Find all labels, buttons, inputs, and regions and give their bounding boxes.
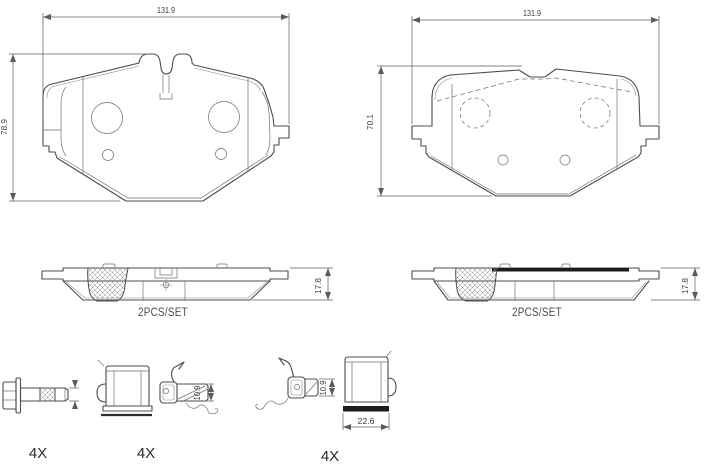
spring-clip-a-head [159, 381, 178, 404]
pad-friction-view: 131.9 70.1 [366, 9, 660, 197]
hidden-circle-left [459, 97, 491, 129]
set-label-right: 2PCS/SET [512, 307, 562, 319]
friction-bottom-chamfer [430, 154, 637, 195]
edge-left-tab-1 [102, 263, 116, 268]
pad-back-top-contour-right [193, 67, 262, 92]
friction-shoulder-contour-left [434, 77, 453, 101]
set-label-left: 2PCS/SET [138, 307, 188, 319]
bolt-diameter-dimension [69, 380, 79, 409]
spring-clip-a-tail [185, 402, 219, 415]
friction-width-dimension: 131.9 [411, 9, 660, 124]
spring-clip-qty-label: 4X [321, 448, 339, 465]
end-clip-width-dimension: 22.6 [342, 413, 390, 430]
bolt-hex-head [2, 381, 17, 410]
friction-height-dimension: 70.1 [366, 65, 522, 197]
spring-clip-b-hook [278, 357, 295, 378]
spring-clip-b-dimension: 10.9 [319, 378, 335, 397]
chamfer-dashed-line [436, 77, 633, 102]
edge-right-thickness-dimension: 17.8 [651, 267, 700, 301]
pad-back-slot-end [159, 93, 173, 100]
edge-left-tab-2 [216, 263, 228, 268]
bolt-qty-label: 4X [29, 445, 47, 462]
retainer-clip-bend-mark [97, 359, 105, 367]
friction-material-section-left [87, 267, 129, 302]
back-width-value: 131.9 [157, 6, 175, 15]
retainer-clip-bottom-flange [102, 405, 153, 412]
edge-left-profile-chamfer [65, 281, 268, 299]
spring-clip-a-height-value: 10.9 [193, 385, 202, 401]
edge-left-lower-profile [62, 280, 271, 301]
end-clip-body [344, 356, 389, 403]
edge-right-tab-1 [499, 263, 511, 268]
pad-friction-outline [411, 68, 660, 197]
edge-left-thickness-value: 17.8 [314, 277, 323, 294]
spring-clip-b-height-value: 10.9 [319, 380, 328, 396]
edge-left-thickness-dimension: 17.8 [252, 267, 333, 301]
rivet-hole-right [215, 148, 227, 160]
friction-hole-left [497, 154, 509, 166]
spring-clip-b: 10.9 4X [255, 357, 339, 465]
end-clip-side-tab [387, 377, 397, 397]
piston-contact-circle-right [208, 101, 240, 133]
rivet-hole-left [102, 149, 114, 161]
retainer-clip-qty-label: 4X [137, 445, 155, 462]
friction-width-value: 131.9 [523, 9, 541, 18]
retainer-clip-front: 4X [96, 359, 155, 462]
back-height-value: 78.9 [0, 118, 9, 135]
pad-edge-view-left: 17.8 2PCS/SET [41, 263, 333, 319]
retainer-clip-side-tab [96, 383, 107, 403]
back-height-dimension: 78.9 [0, 53, 150, 202]
friction-material-section-right [455, 267, 498, 302]
end-clip-width-value: 22.6 [358, 417, 376, 426]
pad-back-right-contour [261, 91, 271, 156]
friction-hole-right [559, 154, 571, 166]
spring-clip-b-body [304, 378, 319, 397]
friction-shoulder-contour-right [620, 78, 637, 97]
friction-height-value: 70.1 [366, 113, 375, 130]
hidden-circle-right [579, 97, 611, 129]
shim-layer [492, 268, 629, 272]
guide-bolt: 4X [2, 377, 79, 462]
end-clip-side: 22.6 [342, 350, 397, 430]
spring-clip-b-head [287, 376, 306, 399]
wear-sensor-detail [154, 268, 178, 291]
edge-right-tab-2 [561, 263, 571, 268]
end-clip-bottom-band [343, 406, 389, 412]
piston-contact-circle-left [91, 102, 123, 134]
spring-clip-a-hole [163, 388, 169, 394]
edge-right-thickness-value: 17.8 [681, 277, 690, 294]
spring-clip-a-dimension: 10.9 [193, 383, 214, 402]
end-clip-bend-mark [385, 350, 392, 358]
edge-right-lower-profile [433, 280, 650, 301]
spring-clip-b-tail [255, 397, 289, 410]
spring-clip-a: 10.9 [159, 361, 219, 415]
pad-back-view: 131.9 78.9 [0, 6, 290, 202]
spring-clip-b-hole [294, 384, 300, 390]
spring-clip-a-hook [171, 361, 185, 383]
edge-right-profile-chamfer [436, 281, 647, 299]
pad-back-top-contour-left [46, 65, 140, 99]
back-width-dimension: 131.9 [42, 6, 290, 124]
pad-back-outline [42, 53, 290, 202]
pad-back-left-contour [60, 86, 67, 157]
bolt-knurl-section [39, 387, 56, 402]
pad-edge-view-right: 17.8 2PCS/SET [411, 263, 700, 319]
edge-right-plate [411, 267, 660, 282]
pad-back-bottom-chamfer [59, 154, 269, 199]
